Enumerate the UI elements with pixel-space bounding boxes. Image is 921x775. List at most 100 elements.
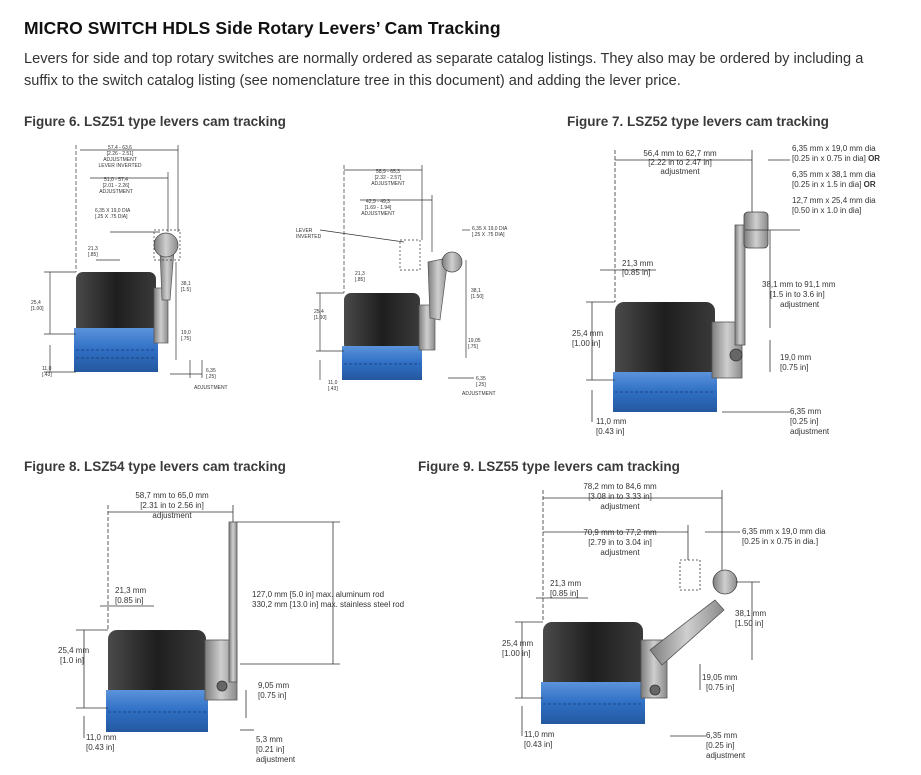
dim-label: [0.75 in] xyxy=(258,691,286,700)
dim-text: [0.25 in x 0.75 in dia] xyxy=(792,154,866,163)
dim-label: 6,35 X 19,0 DIA xyxy=(472,226,508,232)
dim-label: 25,4 mm xyxy=(58,646,89,655)
dim-label: 21,3 mm xyxy=(115,586,146,595)
switch-head xyxy=(153,287,169,344)
dim-label: 25,4 mm xyxy=(572,329,603,338)
dim-label: 9,05 mm xyxy=(258,681,289,690)
dim-label: [1.50 in] xyxy=(735,619,763,628)
dim-label: [.85] xyxy=(355,277,365,283)
figure-7-caption: Figure 7. LSZ52 type levers cam tracking xyxy=(567,114,829,129)
dim-label: [.75] xyxy=(181,336,191,342)
dim-label: [2.31 in to 2.56 in] xyxy=(140,501,204,510)
figure-8-drawing xyxy=(76,505,340,738)
dim-label: 5,3 mm xyxy=(256,735,283,744)
switch-body xyxy=(543,622,643,698)
dim-label: 21,3 xyxy=(355,271,365,277)
dim-label: [1.00 in] xyxy=(502,649,530,658)
dim-label: [2.22 in to 2.47 in] xyxy=(648,158,712,167)
dim-label: [0.75 in] xyxy=(706,683,734,692)
dim-label: 6,35 X 19,0 DIA xyxy=(95,208,131,214)
dim-label: [0.85 in] xyxy=(622,268,650,277)
switch-body xyxy=(76,272,156,334)
dim-label: [.85] xyxy=(88,252,98,258)
dim-label: 6,35 xyxy=(476,376,486,382)
dim-label: [1.0 in] xyxy=(60,656,84,665)
figure-6b-labels: 58,9 - 65,3 [2.32 - 2.57] ADJUSTMENT 42,… xyxy=(296,169,508,397)
dim-label: ADJUSTMENT xyxy=(194,385,228,391)
dim-label: ADJUSTMENT xyxy=(99,189,133,195)
dim-label: [0.85 in] xyxy=(115,596,143,605)
intro-line-1: Levers for side and top rotary switches … xyxy=(24,51,864,67)
dim-label: 330,2 mm [13.0 in] max. stainless steel … xyxy=(252,600,404,609)
dim-label: 58,7 mm to 65,0 mm xyxy=(135,491,209,500)
dim-label: 38,1 xyxy=(181,281,191,287)
dim-text: [0.25 in x 1.5 in dia] xyxy=(792,180,861,189)
dim-label: adjustment xyxy=(600,502,640,511)
dim-label: [0.50 in x 1.0 in dia] xyxy=(792,206,861,215)
dim-label: 6,35 mm xyxy=(706,731,737,740)
dim-label: 25,4 xyxy=(314,309,324,315)
dim-label: 25,4 mm xyxy=(502,639,533,648)
dim-label: [0.43 in] xyxy=(524,740,552,749)
dim-label: [2.79 in to 3.04 in] xyxy=(588,538,652,547)
figure-8-labels: 58,7 mm to 65,0 mm [2.31 in to 2.56 in] … xyxy=(58,491,404,764)
dim-label: 11,0 xyxy=(42,366,52,372)
dim-label: [.25 X .75 DIA] xyxy=(472,232,505,238)
figure-9-labels: 78,2 mm to 84,6 mm [3.08 in to 3.33 in] … xyxy=(502,482,826,760)
switch-base xyxy=(541,682,645,724)
dim-label: [1.50] xyxy=(471,294,484,300)
dim-label: [1.5] xyxy=(181,287,191,293)
lever-arm xyxy=(427,257,449,321)
dim-label: [0.25 in x 1.5 in dia] OR xyxy=(792,180,876,189)
dim-label: 127,0 mm [5.0 in] max. aluminum rod xyxy=(252,590,384,599)
or-label: OR xyxy=(868,154,880,163)
figure-8-caption: Figure 8. LSZ54 type levers cam tracking xyxy=(24,459,286,474)
dim-label: 11,0 mm xyxy=(524,730,555,739)
dim-label: adjustment xyxy=(780,300,820,309)
dim-label: 56,4 mm to 62,7 mm xyxy=(643,149,717,158)
dim-label: [1.00] xyxy=(314,315,327,321)
dim-label: [3.08 in to 3.33 in] xyxy=(588,492,652,501)
dim-label: [.43] xyxy=(328,386,338,392)
dim-label: [0.25 in] xyxy=(706,741,734,750)
dim-label: [0.85 in] xyxy=(550,589,578,598)
figure-9-caption: Figure 9. LSZ55 type levers cam tracking xyxy=(418,459,680,474)
dim-label: adjustment xyxy=(600,548,640,557)
switch-body xyxy=(615,302,715,380)
lever-arm xyxy=(649,599,725,666)
dim-label: 38,1 mm xyxy=(735,609,766,618)
dim-label: [2.32 - 2.57] xyxy=(375,175,402,181)
dim-label: 6,35 xyxy=(206,368,216,374)
figure-7-drawing xyxy=(586,150,800,422)
dim-label: 12,7 mm x 25,4 mm dia xyxy=(792,196,876,205)
dim-label: LEVER INVERTED xyxy=(99,163,142,169)
dim-label: 11,0 xyxy=(328,380,338,386)
dim-label: adjustment xyxy=(706,751,746,760)
dim-label: [0.75 in] xyxy=(780,363,808,372)
dim-label: [2.01 - 2.26] xyxy=(103,183,130,189)
dim-label: adjustment xyxy=(256,755,296,764)
dim-label: 19,0 mm xyxy=(780,353,811,362)
rod-lever xyxy=(228,521,238,683)
dim-label: 25,4 xyxy=(31,300,41,306)
switch-base xyxy=(342,346,422,380)
figure-6b-drawing xyxy=(316,165,474,380)
dim-label: [1.00 in] xyxy=(572,339,600,348)
intro-line-2: suffix to the switch catalog listing (se… xyxy=(24,73,681,89)
dim-label: 6,35 mm x 38,1 mm dia xyxy=(792,170,876,179)
roller-icon xyxy=(712,569,738,595)
dim-label: 21,3 mm xyxy=(622,259,653,268)
or-label: OR xyxy=(864,180,876,189)
roller-icon xyxy=(441,251,463,273)
dim-label: [0.25 in] xyxy=(790,417,818,426)
dim-label: 11,0 mm xyxy=(596,417,627,426)
figure-6-labels: 57,4 - 63,6 [2.26 - 2.51] ADJUSTMENT LEV… xyxy=(31,145,228,391)
dim-label: [.43] xyxy=(42,372,52,378)
dim-label: ADJUSTMENT xyxy=(371,181,405,187)
dim-label: 38,1 mm to 91,1 mm xyxy=(762,280,836,289)
dim-label: 57,4 - 63,6 xyxy=(108,145,132,151)
dim-label: 38,1 xyxy=(471,288,481,294)
dim-label: [.75] xyxy=(468,344,478,350)
dim-label: 70,9 mm to 77,2 mm xyxy=(583,528,657,537)
